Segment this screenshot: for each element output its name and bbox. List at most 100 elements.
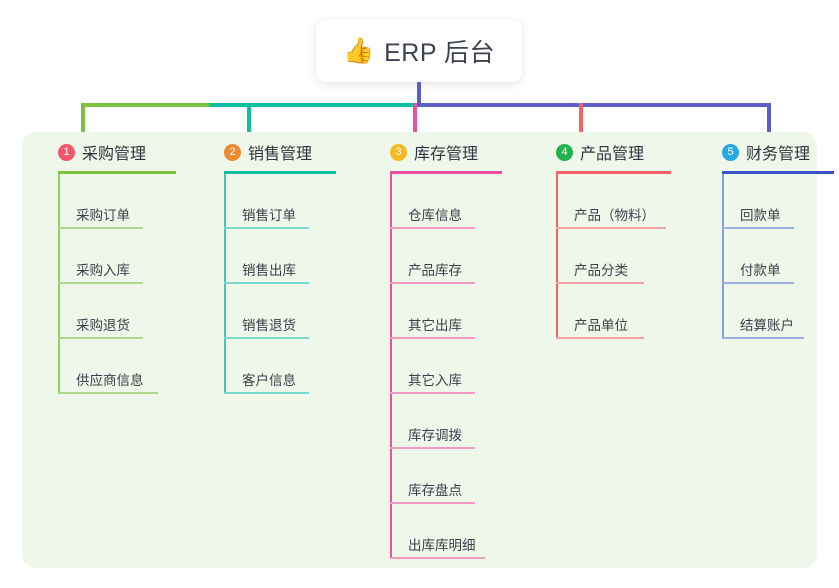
menu-item[interactable]: 出库库明细 (372, 504, 502, 559)
column-spine (390, 174, 392, 559)
column-header-rule (722, 171, 834, 174)
connector-bus-teal (209, 103, 419, 107)
menu-item[interactable]: 销售出库 (206, 229, 336, 284)
menu-item-rule (556, 282, 644, 284)
column-2: 2 销售管理销售订单销售出库销售退货客户信息 (206, 140, 336, 394)
menu-item[interactable]: 供应商信息 (40, 339, 176, 394)
connector-drop-4 (579, 103, 583, 133)
menu-item[interactable]: 客户信息 (206, 339, 336, 394)
menu-item-rule (390, 282, 475, 284)
root-node-card[interactable]: 👍 ERP 后台 (316, 20, 522, 82)
connector-bus-blue (417, 103, 771, 107)
menu-item-label: 产品（物料） (574, 208, 655, 223)
menu-item-label: 销售退货 (242, 318, 296, 333)
menu-item[interactable]: 采购入库 (40, 229, 176, 284)
menu-item-label: 仓库信息 (408, 208, 462, 223)
column-spine (556, 174, 558, 339)
menu-item-rule (556, 227, 666, 229)
column-number-badge: 5 (722, 143, 739, 161)
column-header-2[interactable]: 2 销售管理 (206, 140, 336, 164)
menu-item-label: 出库库明细 (408, 538, 476, 553)
column-items: 销售订单销售出库销售退货客户信息 (206, 174, 336, 394)
menu-item-rule (722, 337, 804, 339)
column-3: 3 库存管理仓库信息产品库存其它出库其它入库库存调拨库存盘点出库库明细 (372, 140, 502, 559)
menu-item-rule (390, 392, 475, 394)
column-items: 产品（物料） 产品分类产品单位 (538, 174, 671, 339)
column-number-badge: 2 (224, 143, 241, 161)
menu-item[interactable]: 回款单 (704, 174, 834, 229)
connector-drop-3 (413, 103, 417, 133)
column-title: 产品管理 (580, 146, 645, 163)
menu-item[interactable]: 其它入库 (372, 339, 502, 394)
column-header-rule (58, 171, 176, 174)
thumbs-up-icon: 👍 (342, 36, 375, 65)
root-title: ERP 后台 (384, 39, 496, 67)
menu-item[interactable]: 产品库存 (372, 229, 502, 284)
menu-item-rule (224, 282, 309, 284)
column-header-4[interactable]: 4 产品管理 (538, 140, 671, 164)
column-header-rule (556, 171, 671, 174)
connector-drop-2 (247, 103, 251, 133)
menu-item-label: 付款单 (740, 263, 781, 278)
menu-item[interactable]: 结算账户 (704, 284, 834, 339)
menu-item-label: 采购订单 (76, 208, 130, 223)
column-spine (722, 174, 724, 339)
menu-item-rule (224, 227, 309, 229)
column-header-5[interactable]: 5 财务管理 (704, 140, 834, 164)
column-4: 4 产品管理产品（物料） 产品分类产品单位 (538, 140, 671, 339)
column-header-1[interactable]: 1 采购管理 (40, 140, 176, 164)
menu-item-label: 销售出库 (242, 263, 296, 278)
column-title: 库存管理 (414, 146, 479, 163)
menu-item[interactable]: 产品分类 (538, 229, 671, 284)
menu-item-rule (58, 282, 143, 284)
menu-item-rule (58, 337, 143, 339)
column-spine (224, 174, 226, 394)
menu-item-label: 产品分类 (574, 263, 628, 278)
menu-item[interactable]: 销售退货 (206, 284, 336, 339)
menu-item[interactable]: 采购订单 (40, 174, 176, 229)
menu-item-label: 采购入库 (76, 263, 130, 278)
menu-item-label: 销售订单 (242, 208, 296, 223)
column-number-badge: 1 (58, 143, 75, 161)
connector-drop-1 (81, 103, 85, 133)
menu-item-label: 产品库存 (408, 263, 462, 278)
menu-item[interactable]: 仓库信息 (372, 174, 502, 229)
diagram-panel (22, 132, 817, 568)
column-5: 5 财务管理回款单付款单结算账户 (704, 140, 834, 339)
menu-item[interactable]: 付款单 (704, 229, 834, 284)
column-title: 销售管理 (248, 146, 313, 163)
menu-item-label: 产品单位 (574, 318, 628, 333)
menu-item-label: 其它出库 (408, 318, 462, 333)
column-1: 1 采购管理采购订单采购入库采购退货供应商信息 (40, 140, 176, 394)
column-header-3[interactable]: 3 库存管理 (372, 140, 502, 164)
column-header-rule (390, 171, 502, 174)
column-title: 采购管理 (82, 146, 147, 163)
menu-item-rule (556, 337, 644, 339)
menu-item[interactable]: 采购退货 (40, 284, 176, 339)
menu-item[interactable]: 库存调拨 (372, 394, 502, 449)
menu-item-rule (722, 227, 794, 229)
menu-item-rule (390, 557, 485, 559)
column-items: 仓库信息产品库存其它出库其它入库库存调拨库存盘点出库库明细 (372, 174, 502, 559)
menu-item-rule (390, 227, 475, 229)
column-title: 财务管理 (746, 146, 811, 163)
menu-item-label: 客户信息 (242, 373, 296, 388)
menu-item-rule (390, 447, 475, 449)
menu-item-label: 采购退货 (76, 318, 130, 333)
column-number-badge: 3 (390, 143, 407, 161)
menu-item[interactable]: 产品（物料） (538, 174, 671, 229)
menu-item-label: 回款单 (740, 208, 781, 223)
menu-item-label: 库存调拨 (408, 428, 462, 443)
menu-item-label: 供应商信息 (76, 373, 144, 388)
menu-item-rule (58, 227, 143, 229)
menu-item[interactable]: 销售订单 (206, 174, 336, 229)
connector-bus-green (81, 103, 211, 107)
column-number-badge: 4 (556, 143, 573, 161)
menu-item-rule (722, 282, 794, 284)
menu-item[interactable]: 产品单位 (538, 284, 671, 339)
column-items: 回款单付款单结算账户 (704, 174, 834, 339)
menu-item-rule (224, 337, 309, 339)
menu-item[interactable]: 库存盘点 (372, 449, 502, 504)
menu-item[interactable]: 其它出库 (372, 284, 502, 339)
menu-item-rule (390, 337, 475, 339)
